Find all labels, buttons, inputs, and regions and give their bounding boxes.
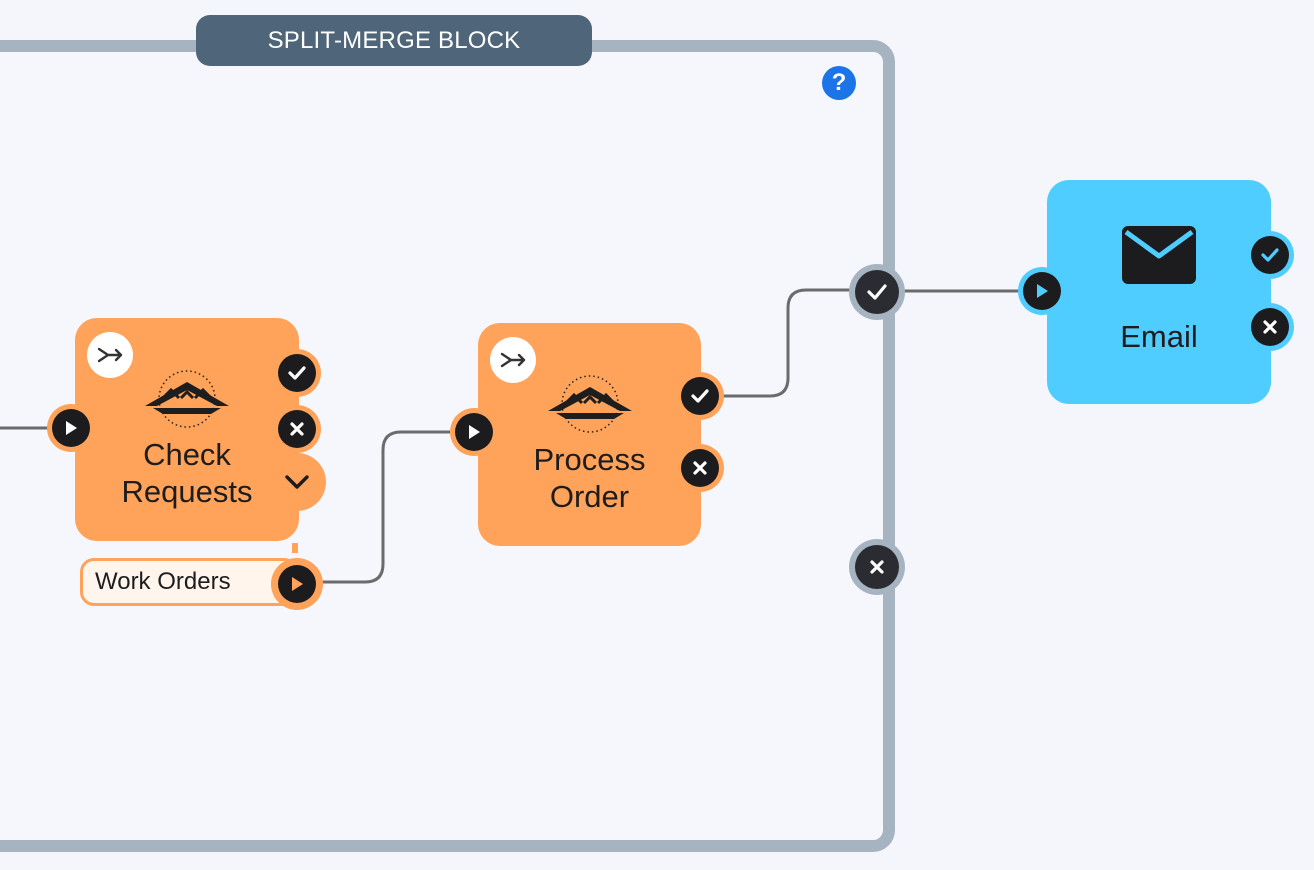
- x-icon: [1251, 308, 1289, 346]
- work-orders-input[interactable]: Work Orders: [80, 558, 298, 606]
- run-input-port[interactable]: [450, 408, 498, 456]
- question-circle-icon[interactable]: ?: [822, 66, 856, 100]
- check-icon: [855, 270, 899, 314]
- fme-logo: [145, 370, 229, 428]
- x-icon: [855, 545, 899, 589]
- check-icon: [681, 377, 719, 415]
- node-label: Check: [143, 437, 231, 472]
- chevron-down-icon[interactable]: [268, 453, 326, 511]
- block-title: SPLIT-MERGE BLOCK: [196, 15, 592, 66]
- block-success-port[interactable]: [849, 264, 905, 320]
- check-icon: [278, 354, 316, 392]
- run-input-port[interactable]: [1018, 267, 1066, 315]
- failure-output-port[interactable]: [676, 444, 724, 492]
- node-label: Email: [1120, 319, 1198, 354]
- input-label: Work Orders: [95, 568, 231, 595]
- check-icon: [1251, 236, 1289, 274]
- success-output-port[interactable]: [676, 372, 724, 420]
- run-input-port[interactable]: [47, 404, 95, 452]
- x-icon: [278, 410, 316, 448]
- connector-pin: [292, 543, 298, 553]
- success-output-port[interactable]: [273, 349, 321, 397]
- check-requests-node[interactable]: Check Requests: [75, 318, 299, 541]
- envelope-icon: [1122, 226, 1196, 284]
- node-label: Requests: [121, 474, 253, 509]
- merge-arrow-icon: [490, 337, 536, 383]
- success-output-port[interactable]: [1246, 231, 1294, 279]
- x-icon: [681, 449, 719, 487]
- process-order-node[interactable]: Process Order: [478, 323, 701, 546]
- play-icon: [52, 409, 90, 447]
- fme-logo: [548, 375, 632, 433]
- failure-output-port[interactable]: [273, 405, 321, 453]
- node-label: Order: [549, 479, 630, 514]
- play-icon: [455, 413, 493, 451]
- play-icon: [278, 565, 316, 603]
- failure-output-port[interactable]: [1246, 303, 1294, 351]
- work-orders-output-port[interactable]: [271, 558, 323, 610]
- email-node[interactable]: Email: [1047, 180, 1271, 404]
- block-failure-port[interactable]: [849, 539, 905, 595]
- play-icon: [1023, 272, 1061, 310]
- merge-arrow-icon: [87, 332, 133, 378]
- node-label: Process: [533, 442, 646, 477]
